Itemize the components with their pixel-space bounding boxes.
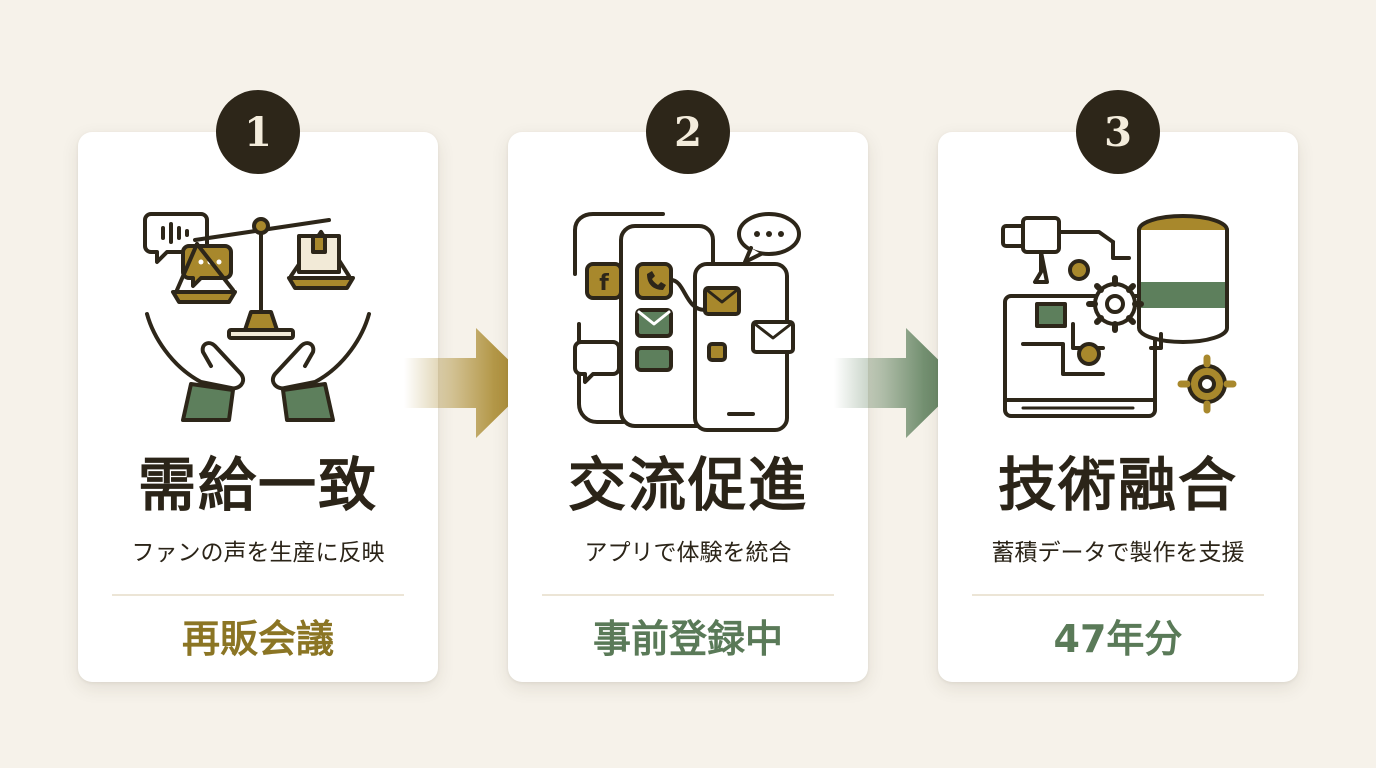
smartphone-apps-chat-icon: f [573, 212, 801, 432]
step-number-badge: 2 [646, 90, 730, 174]
step-title: 交流促進 [567, 451, 808, 519]
arrow-right-icon [834, 328, 962, 438]
step-card-2: 2 f 交流促進 アプリで体験を統合 事前登録中 [508, 90, 868, 682]
step-value: 47年分 [1053, 617, 1183, 661]
step-value: 再販会議 [181, 617, 334, 661]
step-card-3: 3 [938, 90, 1298, 682]
step-subtitle: ファンの声を生産に反映 [131, 540, 385, 566]
svg-text:f: f [599, 271, 609, 296]
card-divider [112, 594, 404, 596]
database-robot-arm-gears-icon [1001, 214, 1237, 418]
step-title: 需給一致 [137, 451, 378, 519]
balance-scale-hands-icon [143, 212, 371, 422]
step-title: 技術融合 [997, 451, 1238, 519]
step-subtitle: 蓄積データで製作を支援 [991, 540, 1245, 566]
step-number-badge: 1 [216, 90, 300, 174]
card-divider [972, 594, 1264, 596]
step-subtitle: アプリで体験を統合 [584, 540, 792, 566]
arrow-right-icon [404, 328, 532, 438]
step-card-1: 1 需給一致 ファンの声を生産に反映 再販会議 [78, 90, 438, 682]
step-number-badge: 3 [1076, 90, 1160, 174]
step-value: 事前登録中 [592, 617, 783, 661]
card-divider [542, 594, 834, 596]
